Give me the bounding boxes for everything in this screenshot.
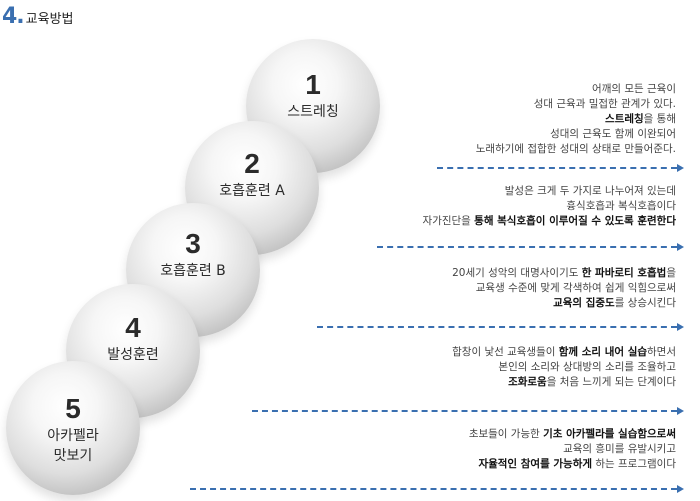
dashed-divider [377, 246, 677, 248]
arrow-right-icon [677, 485, 684, 493]
step-ball-2: 2 호흡훈련 A [185, 121, 319, 255]
step-number: 3 [185, 228, 201, 259]
step-label: 호흡훈련 B [160, 263, 226, 279]
section-title: 교육방법 [25, 12, 74, 27]
arrow-right-icon [677, 243, 684, 251]
step-label: 아카펠라 [47, 428, 99, 444]
dashed-divider [190, 488, 677, 490]
dashed-divider [437, 167, 677, 169]
step-3-description: 20세기 성악의 대명사이기도 한 파바로티 호흡법을 교육생 수준에 맞게 각… [452, 267, 676, 309]
section-header: 4. 교육방법 [2, 4, 74, 29]
arrow-right-icon [677, 323, 684, 331]
arrow-right-icon [677, 407, 684, 415]
step-label: 발성훈련 [107, 347, 159, 363]
step-4-description: 합창이 낯선 교육생들이 함께 소리 내어 실습하면서 본인의 소리와 상대방의… [452, 346, 676, 388]
step-number: 2 [244, 148, 260, 179]
step-label: 호흡훈련 A [219, 183, 285, 199]
dashed-divider [317, 326, 677, 328]
step-ball-5: 5 아카펠라 맛보기 [6, 361, 140, 495]
step-2-description: 발성은 크게 두 가지로 나누어져 있는데 흉식호흡과 복식호흡이다 자가진단을… [422, 185, 676, 227]
step-ball-4: 4 발성훈련 [66, 284, 200, 418]
step-label: 맛보기 [53, 448, 93, 464]
step-number: 4 [125, 312, 141, 343]
step-1-description: 어깨의 모든 근육이 성대 근육과 밀접한 관계가 있다. 스트레칭을 통해 성… [475, 83, 676, 155]
step-5-description: 초보들이 가능한 기초 아카펠라를 실습함으로써 교육의 흥미를 유발시키고 자… [468, 428, 676, 470]
section-number: 4. [2, 4, 25, 29]
step-label: 스트레칭 [287, 104, 339, 120]
dashed-divider [252, 410, 677, 412]
step-number: 1 [305, 69, 321, 100]
step-number: 5 [65, 393, 81, 424]
arrow-right-icon [677, 164, 684, 172]
